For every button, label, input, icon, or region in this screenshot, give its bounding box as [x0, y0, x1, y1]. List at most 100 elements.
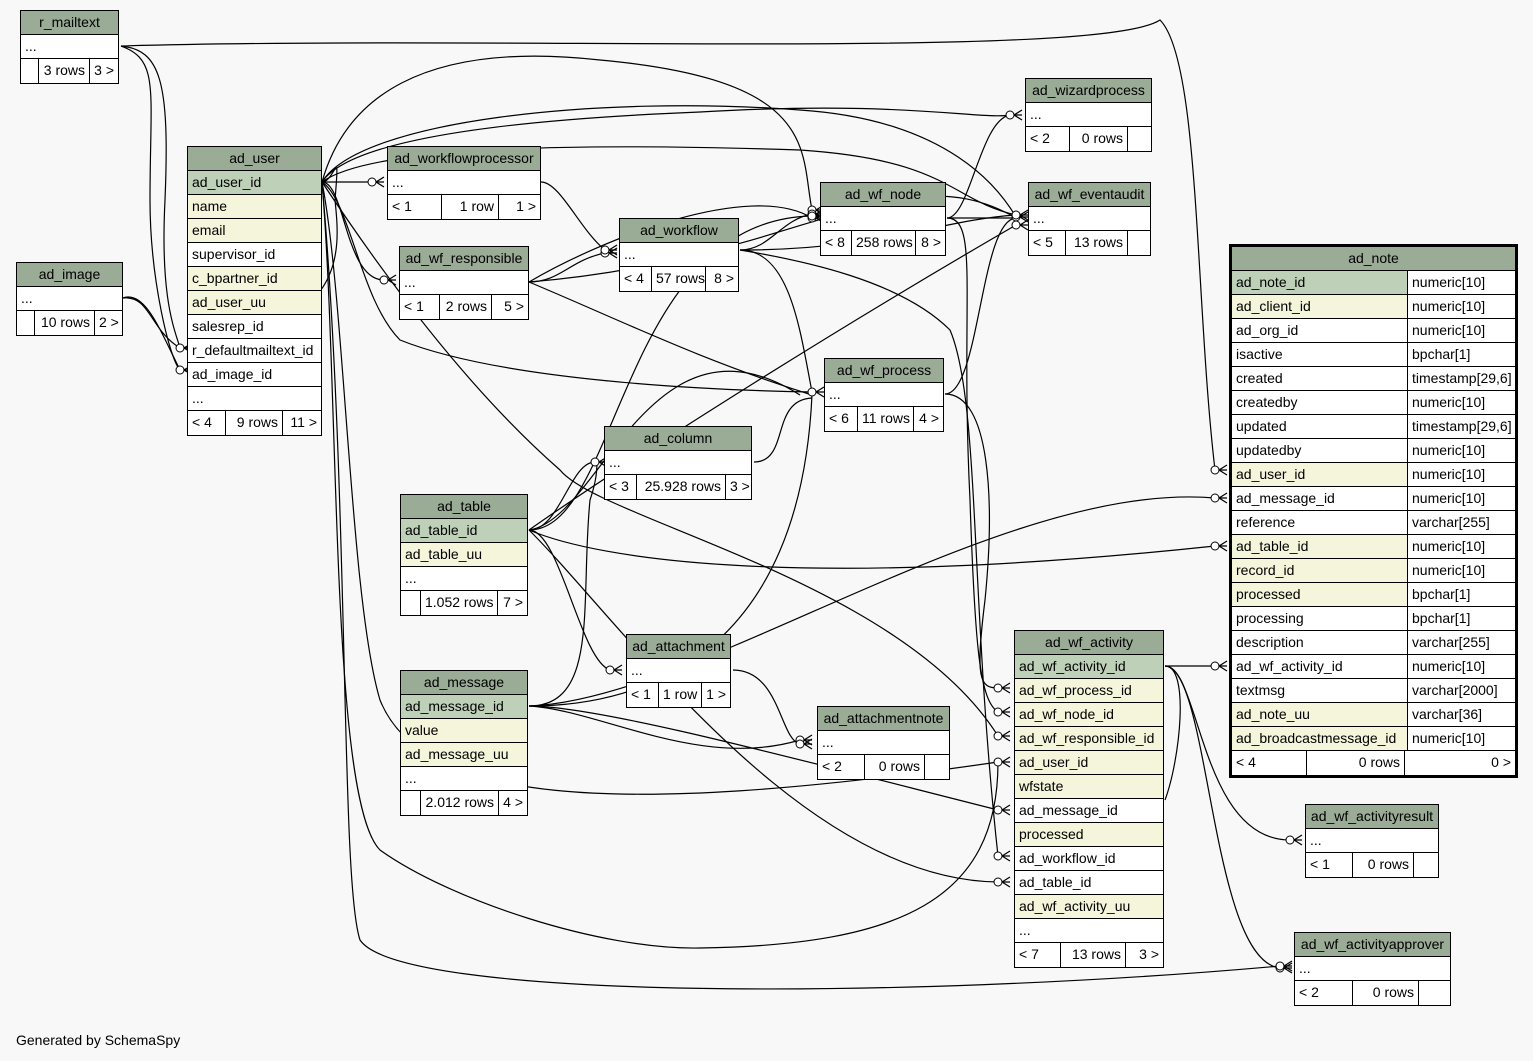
parents-count[interactable]: < 1	[388, 195, 441, 219]
parents-count[interactable]: < 1	[1306, 853, 1352, 877]
children-count[interactable]	[1418, 981, 1450, 1005]
children-count[interactable]: 1 >	[498, 195, 540, 219]
table-title[interactable]: ad_image	[17, 263, 122, 287]
parents-count[interactable]: < 3	[605, 475, 636, 499]
children-count[interactable]: 2 >	[94, 311, 122, 335]
table-title[interactable]: ad_user	[188, 147, 321, 171]
table-title[interactable]: ad_wf_process	[825, 359, 943, 383]
children-count[interactable]: 8 >	[705, 267, 738, 291]
column-row[interactable]: ad_message_uu	[401, 743, 527, 767]
children-count[interactable]: 4 >	[913, 407, 943, 431]
table-title[interactable]: ad_wf_responsible	[400, 247, 528, 271]
column-row[interactable]: ad_wf_process_id	[1015, 679, 1163, 703]
column-row[interactable]: ...	[1026, 103, 1151, 127]
parents-count[interactable]: < 7	[1015, 943, 1060, 967]
column-row[interactable]: ad_wf_activity_id	[1015, 655, 1163, 679]
column-row[interactable]: ad_user_id	[1015, 751, 1163, 775]
column-row[interactable]: ad_table_id	[401, 519, 527, 543]
column-row[interactable]: ...	[17, 287, 122, 311]
column-row[interactable]: r_defaultmailtext_id	[188, 339, 321, 363]
children-count[interactable]	[1127, 127, 1151, 151]
children-count[interactable]: 3 >	[89, 59, 118, 83]
column-row[interactable]: ...	[818, 731, 949, 755]
column-row[interactable]: ad_user_uu	[188, 291, 321, 315]
column-row[interactable]: value	[401, 719, 527, 743]
table-title[interactable]: ad_note	[1232, 247, 1515, 271]
column-row[interactable]: ad_table_uu	[401, 543, 527, 567]
column-row[interactable]: ...	[400, 271, 528, 295]
table-title[interactable]: ad_wf_activityresult	[1306, 805, 1438, 829]
column-row[interactable]: ad_wf_responsible_id	[1015, 727, 1163, 751]
table-title[interactable]: ad_message	[401, 671, 527, 695]
parents-count[interactable]: < 4	[620, 267, 651, 291]
column-row[interactable]: wfstate	[1015, 775, 1163, 799]
children-count[interactable]	[924, 755, 949, 779]
table-title[interactable]: ad_wf_node	[821, 183, 945, 207]
column-row[interactable]: ...	[1015, 919, 1163, 943]
parents-count[interactable]: < 5	[1029, 231, 1065, 255]
parents-count[interactable]	[17, 311, 34, 335]
parents-count[interactable]	[21, 59, 38, 83]
children-count[interactable]: 4 >	[498, 791, 527, 815]
parents-count[interactable]: < 4	[1232, 751, 1306, 775]
column-row[interactable]: ...	[821, 207, 945, 231]
column-row[interactable]: ...	[188, 387, 321, 411]
children-count[interactable]: 0 >	[1404, 751, 1515, 775]
table-title[interactable]: ad_workflow	[620, 219, 738, 243]
parents-count[interactable]: < 1	[400, 295, 439, 319]
column-row[interactable]: name	[188, 195, 321, 219]
column-row[interactable]: ad_wf_node_id	[1015, 703, 1163, 727]
column-row[interactable]: ...	[825, 383, 943, 407]
parents-count[interactable]	[401, 591, 420, 615]
column-row[interactable]: ...	[627, 659, 730, 683]
column-row[interactable]: ad_message_id	[401, 695, 527, 719]
column-row[interactable]: ...	[605, 451, 751, 475]
column-row[interactable]: processed	[1015, 823, 1163, 847]
column-row[interactable]: ad_table_id	[1015, 871, 1163, 895]
parents-count[interactable]: < 1	[627, 683, 658, 707]
table-title[interactable]: ad_wf_activity	[1015, 631, 1163, 655]
children-count[interactable]	[1413, 853, 1438, 877]
column-row[interactable]: ...	[1306, 829, 1438, 853]
column-row[interactable]: ...	[1029, 207, 1150, 231]
column-row[interactable]: ad_user_id	[188, 171, 321, 195]
children-count[interactable]: 8 >	[915, 231, 945, 255]
column-row[interactable]: ...	[1295, 957, 1450, 981]
children-count[interactable]: 3 >	[1125, 943, 1163, 967]
column-row[interactable]: salesrep_id	[188, 315, 321, 339]
children-count[interactable]: 5 >	[491, 295, 528, 319]
children-count[interactable]	[1127, 231, 1150, 255]
parents-count[interactable]: < 2	[1295, 981, 1352, 1005]
table-title[interactable]: ad_column	[605, 427, 751, 451]
column-row[interactable]: email	[188, 219, 321, 243]
column-row[interactable]: ad_wf_activity_uu	[1015, 895, 1163, 919]
column-row[interactable]: supervisor_id	[188, 243, 321, 267]
table-title[interactable]: ad_wf_eventaudit	[1029, 183, 1150, 207]
parents-count[interactable]: < 6	[825, 407, 857, 431]
table-title[interactable]: ad_wf_activityapprover	[1295, 933, 1450, 957]
parents-count[interactable]: < 2	[1026, 127, 1069, 151]
parents-count[interactable]: < 2	[818, 755, 864, 779]
column-row[interactable]: ...	[401, 767, 527, 791]
column-row[interactable]: ...	[21, 35, 118, 59]
column-row[interactable]: ad_workflow_id	[1015, 847, 1163, 871]
table-title[interactable]: ad_wizardprocess	[1026, 79, 1151, 103]
